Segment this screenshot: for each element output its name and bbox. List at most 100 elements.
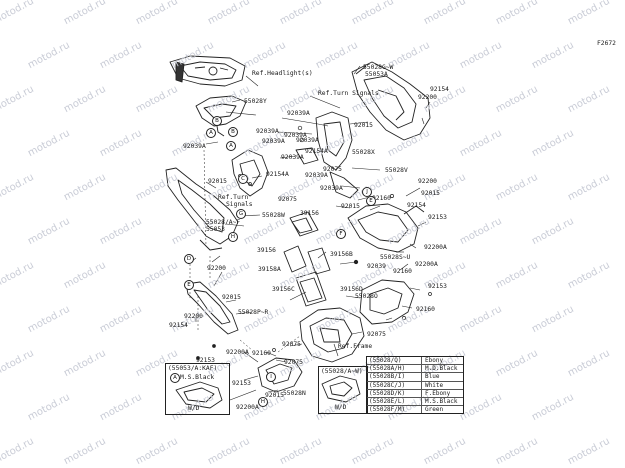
label-92075-2[interactable]: 92075	[278, 196, 297, 203]
label-92160-3[interactable]: 92160	[416, 306, 435, 313]
color-row: (55028A/H)M.D.Black	[367, 365, 463, 374]
callout-E-2: E	[366, 196, 376, 206]
label-92015-4[interactable]: 92015	[222, 294, 241, 301]
label-39156D[interactable]: 39156D	[340, 286, 363, 293]
color-row: (55028/Q)Ebony	[367, 357, 463, 366]
label-92075-1[interactable]: 92075	[323, 166, 342, 173]
label-55028S-U[interactable]: 55028S~U	[380, 254, 411, 261]
legend-right-code: (55028/A~W)	[321, 368, 363, 375]
label-92160-1[interactable]: 92160	[372, 195, 391, 202]
callout-A-1: A	[206, 128, 216, 138]
color-name: Blue	[425, 373, 440, 381]
label-ref-turn-signals-left-2[interactable]: Signals	[226, 201, 253, 208]
label-92200-4[interactable]: 92200	[184, 313, 203, 320]
callout-I-1: I	[266, 372, 276, 382]
label-55028N[interactable]: 55028N	[283, 390, 306, 397]
label-92153-3[interactable]: 92153	[196, 357, 215, 364]
label-92015-1[interactable]: 92015	[354, 122, 373, 129]
label-92075-4[interactable]: 92075	[282, 341, 301, 348]
color-code: (55028A/H)	[367, 365, 422, 373]
color-code: (55028E/L)	[367, 398, 422, 406]
label-92015-3[interactable]: 92015	[341, 203, 360, 210]
label-92039A-7[interactable]: 92039A	[305, 172, 328, 179]
callout-B-2: B	[212, 116, 222, 126]
label-92154A-1[interactable]: 92154A	[305, 148, 328, 155]
label-92015-6[interactable]: 92015	[421, 190, 440, 197]
left-mid-trim	[231, 149, 269, 197]
label-92039A-1[interactable]: 92039A	[287, 110, 310, 117]
label-92039[interactable]: 92039	[367, 263, 386, 270]
label-92039A-5[interactable]: 92039A	[183, 143, 206, 150]
label-55028O[interactable]: 55028O	[355, 293, 378, 300]
label-55028G-W[interactable]: 55028G~W	[363, 64, 394, 71]
color-name: Green	[425, 406, 444, 414]
label-92200A-4[interactable]: 92200A	[236, 404, 259, 411]
color-code: (55028D/K)	[367, 389, 422, 398]
legend-left-code: (55053/A:KAF)	[168, 365, 218, 372]
label-39156B[interactable]: 39156B	[330, 251, 353, 258]
label-92153-2[interactable]: 92153	[428, 283, 447, 290]
label-92015-2[interactable]: 92015	[208, 178, 227, 185]
label-39156C[interactable]: 39156C	[272, 286, 295, 293]
label-92039A-3[interactable]: 92039A	[284, 132, 307, 139]
callout-H-2: H	[258, 397, 268, 407]
label-39158A[interactable]: 39158A	[258, 266, 281, 273]
label-92160-2[interactable]: 92160	[393, 268, 412, 275]
label-92200A-1[interactable]: 92200A	[424, 244, 447, 251]
label-92075-5[interactable]: 92075	[284, 359, 303, 366]
label-55028X[interactable]: 55028X	[352, 149, 375, 156]
color-code: (55028C/J)	[367, 381, 422, 389]
label-92200A-3[interactable]: 92200A	[226, 349, 249, 356]
figure-code: F2672	[597, 40, 616, 47]
label-92154-2[interactable]: 92154	[407, 202, 426, 209]
color-code-table: (55028/Q)Ebony (55028A/H)M.D.Black (5502…	[366, 356, 464, 415]
label-92039A-8[interactable]: 92039A	[320, 185, 343, 192]
label-92154A-2[interactable]: 92154A	[266, 171, 289, 178]
legend-box-right: (55028/A~W) W/D	[318, 366, 368, 414]
label-55028Y[interactable]: 55028Y	[244, 98, 267, 105]
label-ref-frame[interactable]: Ref.Frame	[338, 343, 373, 350]
label-55028W[interactable]: 55028W	[262, 212, 285, 219]
label-55028-A-F[interactable]: 55028/A~F	[206, 219, 241, 226]
label-39156-b[interactable]: 39156	[257, 247, 276, 254]
label-55053[interactable]: 55053	[206, 226, 225, 233]
label-92154-1[interactable]: 92154	[430, 86, 449, 93]
label-92075-3[interactable]: 92075	[367, 331, 386, 338]
callout-F-1: F	[336, 229, 346, 239]
color-row: (55028B/I)Blue	[367, 373, 463, 382]
label-92154-3[interactable]: 92154	[169, 322, 188, 329]
color-row: (55028C/J)White	[367, 381, 463, 390]
label-92160-4[interactable]: 92160	[252, 350, 271, 357]
label-ref-headlight[interactable]: Ref.Headlight(s)	[252, 70, 313, 77]
color-name: Ebony	[425, 357, 444, 364]
right-upper-cowl	[351, 61, 431, 141]
lower-front-cowl	[299, 307, 365, 363]
label-39156-a[interactable]: 39156	[300, 210, 319, 217]
label-ref-turn-signals-left-1[interactable]: Ref.Turn	[218, 194, 249, 201]
left-lower-cowl	[185, 281, 239, 335]
label-92153-1[interactable]: 92153	[428, 214, 447, 221]
label-55028V[interactable]: 55028V	[385, 167, 408, 174]
upper-inner-cowl	[195, 95, 247, 137]
label-92200A-2[interactable]: 92200A	[415, 261, 438, 268]
center-cowl-panels	[295, 111, 359, 199]
label-92153-4[interactable]: 92153	[232, 380, 251, 387]
legend-left-callout: A	[170, 373, 180, 383]
label-55053A[interactable]: 55053A	[365, 71, 388, 78]
callout-D-1: D	[184, 254, 194, 264]
label-92039A-4[interactable]: 92039A	[262, 138, 285, 145]
label-92039A-6[interactable]: 92039A	[281, 154, 304, 161]
label-55028P-R[interactable]: 55028P~R	[238, 309, 269, 316]
color-name: White	[425, 381, 444, 389]
label-92200-3[interactable]: 92200	[207, 265, 226, 272]
color-name: F.Ebony	[425, 389, 451, 397]
label-92200-1[interactable]: 92200	[418, 94, 437, 101]
callout-H-1: H	[228, 232, 238, 242]
label-92200-2[interactable]: 92200	[418, 178, 437, 185]
label-92039A-9[interactable]: 92039A	[296, 137, 319, 144]
label-92039A-2[interactable]: 92039A	[256, 128, 279, 135]
label-92015-5[interactable]: 92015	[265, 392, 284, 399]
label-ref-turn-signals-top[interactable]: Ref.Turn Signals	[318, 90, 379, 97]
callout-A-2: A	[226, 141, 236, 151]
